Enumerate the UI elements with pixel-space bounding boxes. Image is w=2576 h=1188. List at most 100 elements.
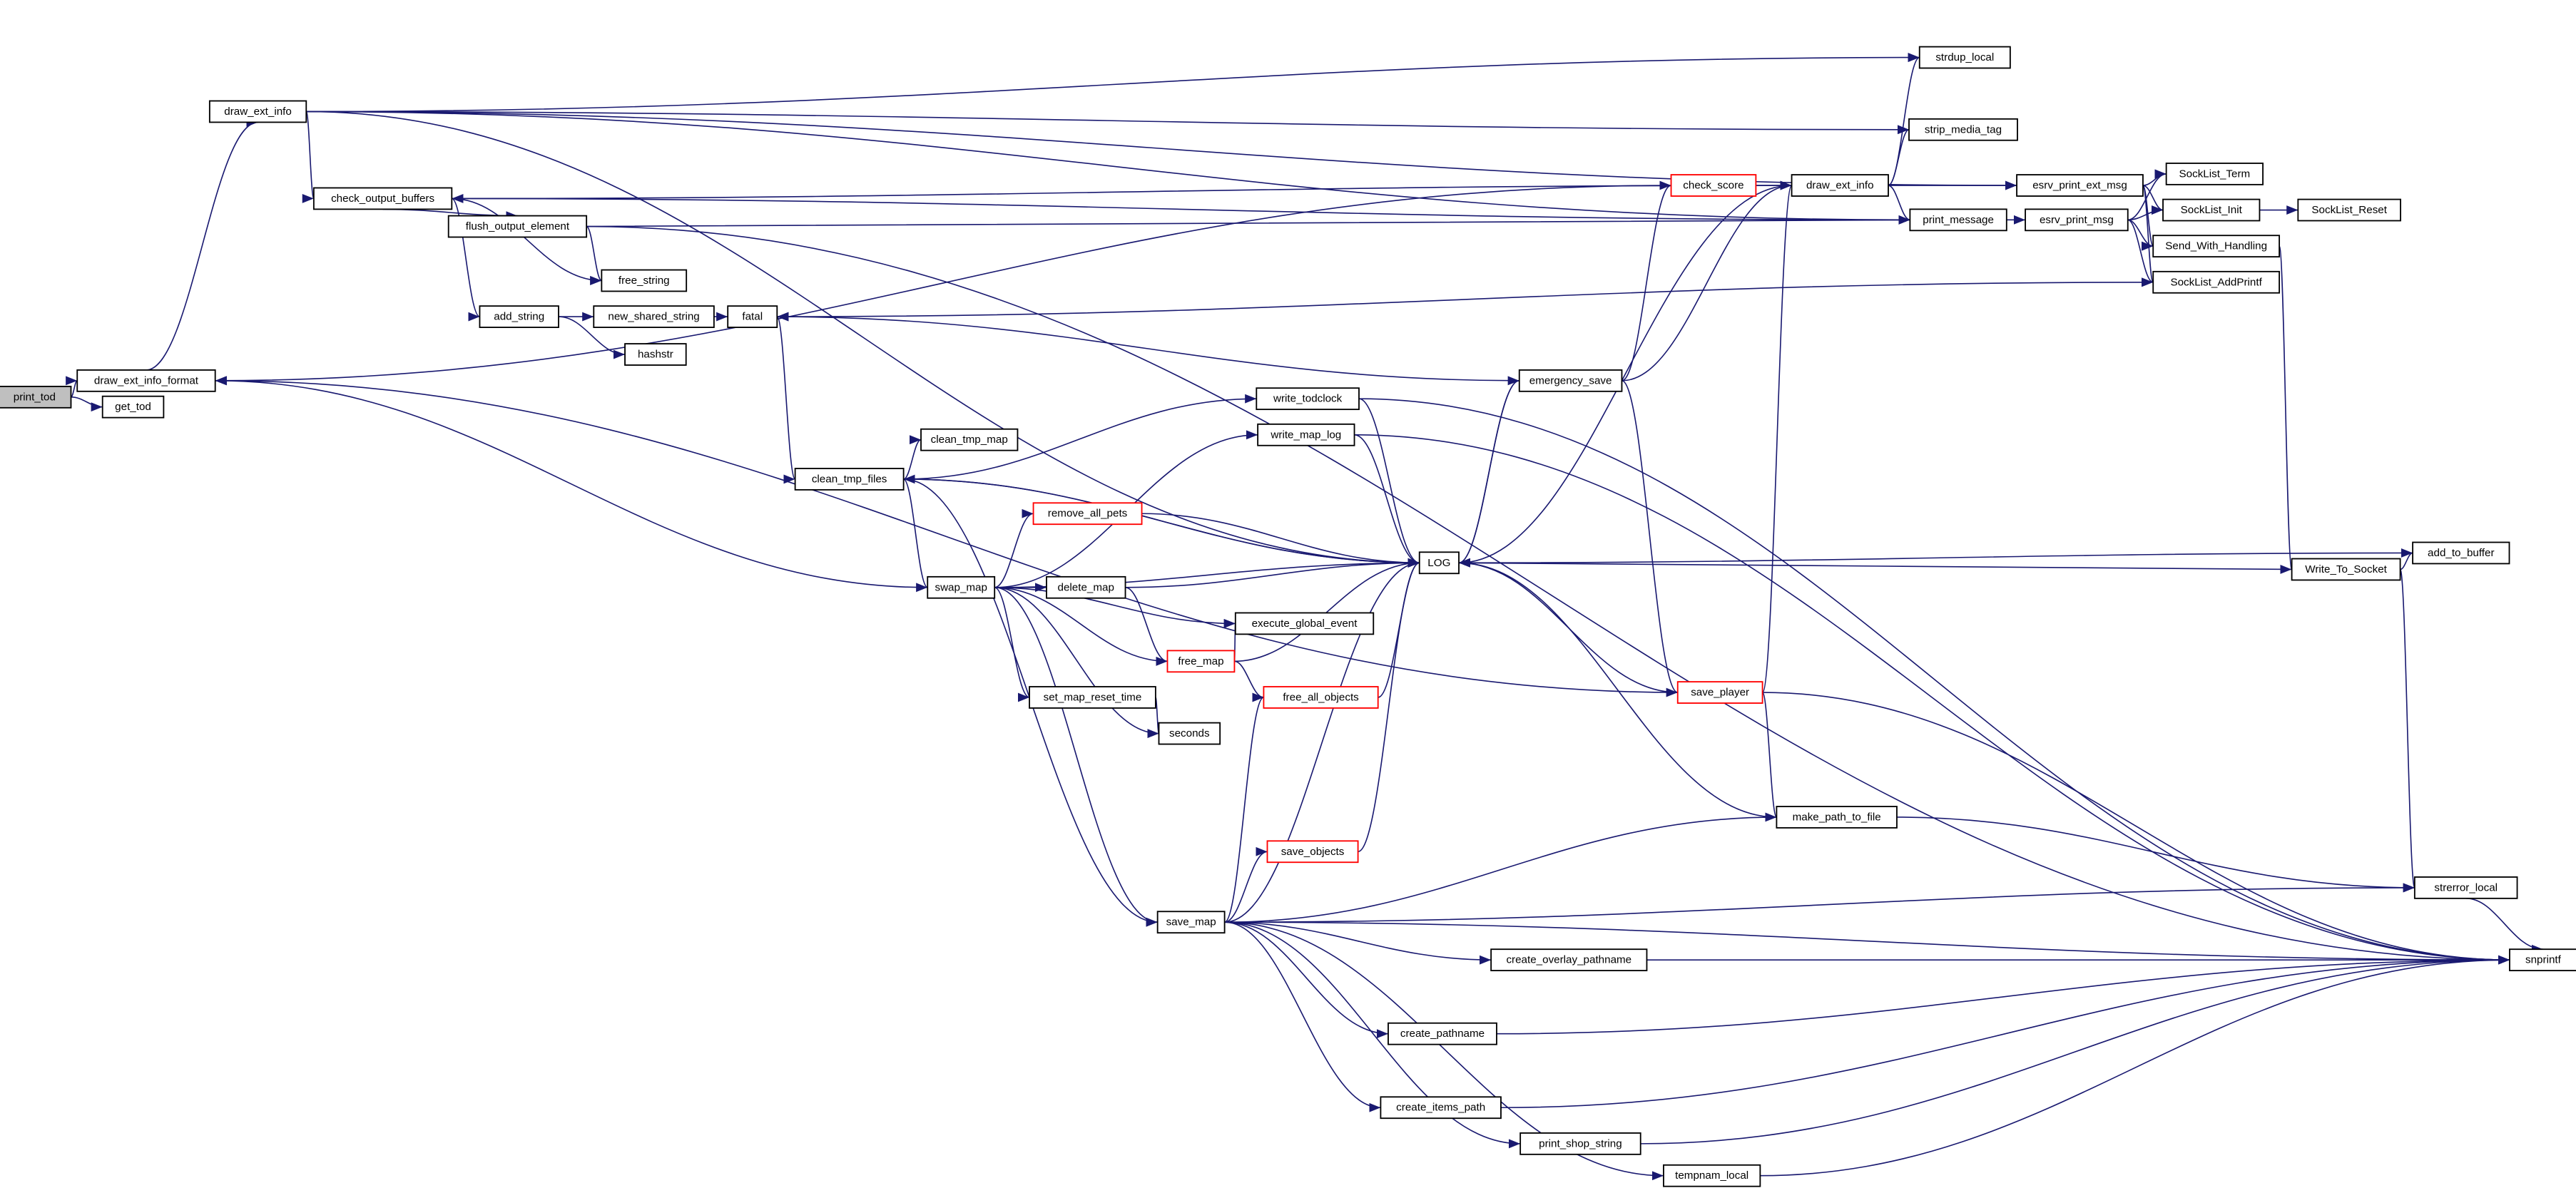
node-new_shared_string[interactable]: new_shared_string <box>593 305 715 328</box>
node-create_overlay_pathname[interactable]: create_overlay_pathname <box>1490 948 1648 972</box>
node-box <box>1158 722 1221 745</box>
node-remove_all_pets[interactable]: remove_all_pets <box>1032 502 1143 526</box>
edge-save_map-to-save_objects <box>1224 846 1268 923</box>
node-create_pathname[interactable]: create_pathname <box>1388 1022 1497 1045</box>
node-box <box>1046 575 1126 599</box>
node-write_todclock[interactable]: write_todclock <box>1256 387 1360 411</box>
node-label: strip_media_tag <box>1925 123 2002 135</box>
node-print_message[interactable]: print_message <box>1909 208 2007 232</box>
edge-fatal-to-clean_tmp_files <box>776 316 796 484</box>
edge-save_player-to-make_path_to_file <box>1761 692 1778 822</box>
node-check_output_buffers[interactable]: check_output_buffers <box>312 187 453 210</box>
node-make_path_to_file[interactable]: make_path_to_file <box>1776 806 1898 829</box>
edge-save_map-to-print_shop_string <box>1224 921 1521 1149</box>
node-label: draw_ext_info <box>1806 180 1874 192</box>
node-swap_map[interactable]: swap_map <box>927 575 996 599</box>
node-delete_map[interactable]: delete_map <box>1046 575 1126 599</box>
node-esrv_print_msg[interactable]: esrv_print_msg <box>2025 208 2129 232</box>
node-save_map[interactable]: save_map <box>1156 911 1226 934</box>
edge-save_player-to-draw_ext_info_format <box>215 376 1678 693</box>
node-check_score[interactable]: check_score <box>1670 174 1757 197</box>
node-box <box>920 428 1019 451</box>
node-flush_output_element[interactable]: flush_output_element <box>447 215 588 238</box>
node-box <box>1388 1022 1497 1045</box>
node-seconds[interactable]: seconds <box>1158 722 1221 745</box>
node-Write_To_Socket[interactable]: Write_To_Socket <box>2291 558 2401 581</box>
edge-check_output_buffers-to-free_string <box>452 198 602 285</box>
node-free_map[interactable]: free_map <box>1166 650 1236 673</box>
edge-save_map-to-tempnam_local <box>1224 921 1664 1181</box>
node-label: hashstr <box>638 349 673 361</box>
node-box <box>1918 46 2011 69</box>
node-SockList_Init[interactable]: SockList_Init <box>2162 198 2261 222</box>
node-set_map_reset_time[interactable]: set_map_reset_time <box>1029 686 1156 709</box>
node-strerror_local[interactable]: strerror_local <box>2413 876 2518 899</box>
node-LOG[interactable]: LOG <box>1418 551 1460 575</box>
edge-esrv_print_msg-to-SockList_Init <box>2127 205 2164 221</box>
edge-draw_ext_info_l-to-print_message <box>306 111 1910 225</box>
node-Send_With_Handling[interactable]: Send_With_Handling <box>2152 235 2281 258</box>
node-box <box>601 269 688 292</box>
node-fatal[interactable]: fatal <box>727 305 778 328</box>
node-create_items_path[interactable]: create_items_path <box>1380 1096 1502 1120</box>
node-snprintf[interactable]: snprintf <box>2509 948 2576 972</box>
node-print_tod[interactable]: print_tod <box>0 385 72 409</box>
node-box <box>727 305 778 328</box>
node-draw_ext_info_r[interactable]: draw_ext_info <box>1791 174 1889 197</box>
node-label: save_player <box>1691 687 1749 699</box>
node-box <box>1234 612 1375 635</box>
node-hashstr[interactable]: hashstr <box>624 343 687 366</box>
edge-write_map_log-to-LOG <box>1354 434 1420 568</box>
node-save_objects[interactable]: save_objects <box>1266 840 1359 864</box>
node-label: strdup_local <box>1935 51 1994 63</box>
node-free_all_objects[interactable]: free_all_objects <box>1263 686 1379 709</box>
node-emergency_save[interactable]: emergency_save <box>1518 369 1623 392</box>
edge-tempnam_local-to-snprintf <box>1760 955 2510 1177</box>
edge-check_score-to-draw_ext_info_format <box>215 185 1671 386</box>
node-label: add_string <box>494 311 544 323</box>
node-box <box>479 305 559 328</box>
node-SockList_Term[interactable]: SockList_Term <box>2165 163 2264 185</box>
node-free_string[interactable]: free_string <box>601 269 688 292</box>
node-esrv_print_ext_msg[interactable]: esrv_print_ext_msg <box>2016 174 2144 197</box>
edge-LOG-to-clean_tmp_files <box>903 474 1420 564</box>
node-print_shop_string[interactable]: print_shop_string <box>1519 1132 1641 1155</box>
node-clean_tmp_map[interactable]: clean_tmp_map <box>920 428 1019 451</box>
edge-draw_ext_info_l-to-strdup_local <box>306 53 1920 113</box>
node-label: SockList_AddPrintf <box>2170 276 2262 288</box>
edge-esrv_print_msg-to-SockList_Term <box>2127 169 2167 221</box>
node-label: create_overlay_pathname <box>1506 954 1631 966</box>
node-get_tod[interactable]: get_tod <box>101 395 165 419</box>
node-label: flush_output_element <box>466 220 570 232</box>
node-label: SockList_Init <box>2181 204 2243 216</box>
node-draw_ext_info_l[interactable]: draw_ext_info <box>208 100 307 123</box>
node-label: emergency_save <box>1529 374 1612 386</box>
node-add_to_buffer[interactable]: add_to_buffer <box>2412 541 2510 565</box>
node-label: tempnam_local <box>1675 1169 1748 1182</box>
edge-print_tod-to-draw_ext_info_format <box>66 376 78 398</box>
node-label: clean_tmp_files <box>812 473 887 485</box>
node-label: execute_global_event <box>1252 618 1358 630</box>
node-execute_global_event[interactable]: execute_global_event <box>1234 612 1375 635</box>
node-SockList_AddPrintf[interactable]: SockList_AddPrintf <box>2152 270 2281 294</box>
edge-draw_ext_info_l-to-esrv_print_ext_msg <box>306 111 2017 190</box>
node-strdup_local[interactable]: strdup_local <box>1918 46 2011 69</box>
node-label: Write_To_Socket <box>2305 563 2387 575</box>
node-label: print_shop_string <box>1539 1137 1622 1149</box>
node-write_map_log[interactable]: write_map_log <box>1257 423 1355 446</box>
node-clean_tmp_files[interactable]: clean_tmp_files <box>794 468 905 491</box>
edge-swap_map-to-draw_ext_info_format <box>215 376 928 588</box>
node-label: free_map <box>1178 655 1223 667</box>
node-box <box>2152 270 2281 294</box>
node-draw_ext_info_format[interactable]: draw_ext_info_format <box>76 369 216 392</box>
node-label: free_all_objects <box>1283 691 1359 703</box>
edge-free_map-to-LOG <box>1234 558 1420 662</box>
node-add_string[interactable]: add_string <box>479 305 559 328</box>
node-save_player[interactable]: save_player <box>1676 681 1763 704</box>
node-box <box>1166 650 1236 673</box>
node-strip_media_tag[interactable]: strip_media_tag <box>1908 118 2018 141</box>
node-box <box>1418 551 1460 575</box>
node-tempnam_local[interactable]: tempnam_local <box>1663 1164 1761 1187</box>
edge-emergency_save-to-fatal <box>777 312 1519 382</box>
node-SockList_Reset[interactable]: SockList_Reset <box>2297 198 2401 222</box>
